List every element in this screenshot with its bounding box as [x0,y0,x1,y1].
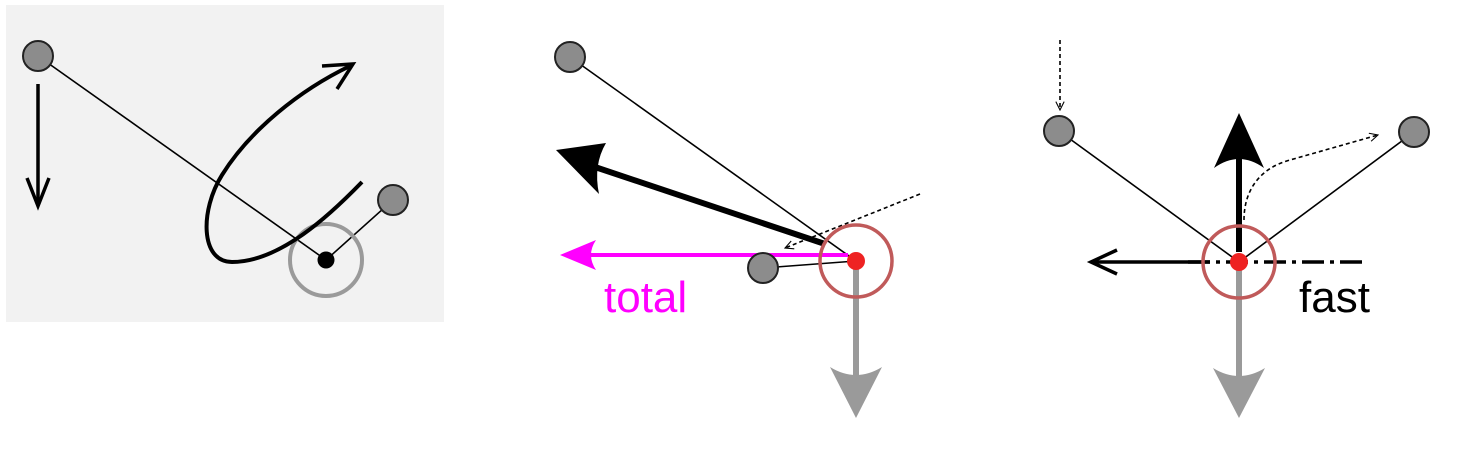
total-arrow [560,240,848,270]
gravity-arrow [1213,270,1265,418]
down-arrow [25,84,51,211]
rod-long [37,55,327,261]
gravity-arrow [830,268,882,418]
up-arrow [1214,113,1264,252]
total-label: total [604,273,687,322]
rod-right [1238,131,1415,263]
bob-2 [1398,116,1430,148]
panel-1-background [6,5,444,322]
pivot-dot [317,251,335,269]
thick-arrow [556,143,826,247]
left-arrow [1086,248,1210,276]
bob-2 [377,184,409,216]
rod-long [569,56,857,262]
pivot-dot [847,252,865,270]
bob-1 [554,41,586,73]
pivot-dot [1230,253,1248,271]
fast-label: fast [1299,273,1370,322]
panel-2: total [554,41,921,418]
panel-3: fast [1043,40,1430,418]
bob-1 [1043,115,1075,147]
pivot-ring [1201,224,1277,300]
panel-1 [6,5,444,322]
pivot-ring [288,222,364,298]
bob-1 [22,40,54,72]
bob-2 [747,252,779,284]
pivot-ring [818,223,894,299]
rod-left [1058,130,1240,263]
curved-motion-arrow [204,62,364,265]
dotted-curve-arrow [1243,135,1378,221]
